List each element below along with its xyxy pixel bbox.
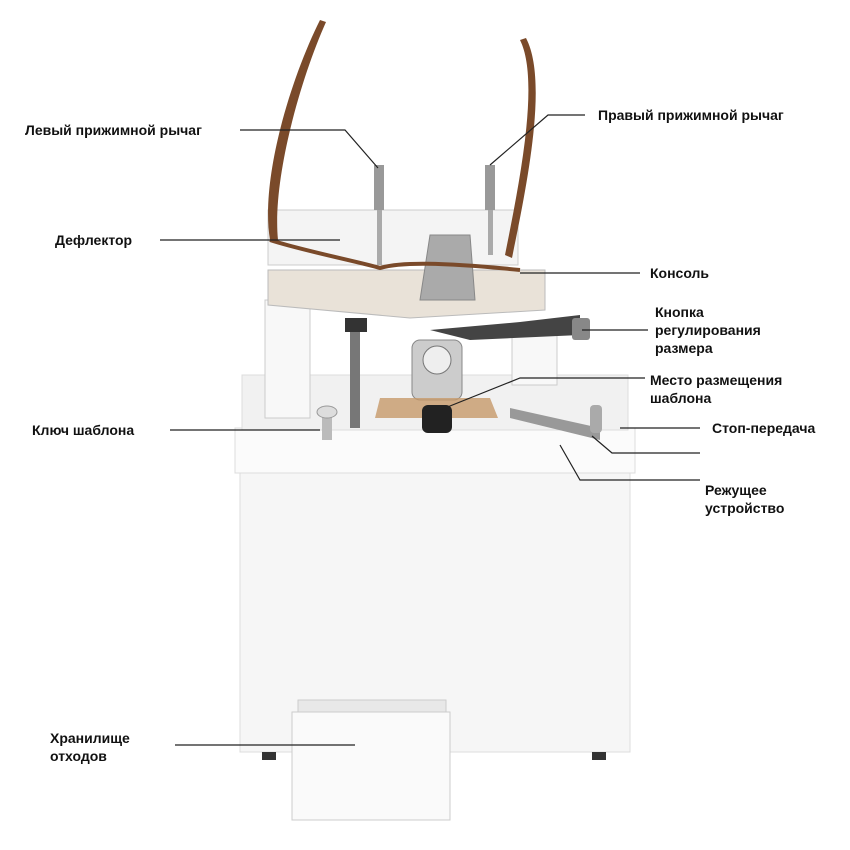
waste-drawer <box>291 711 451 821</box>
glasses-temple-left <box>268 20 326 240</box>
label-left-clamp-lever: Левый прижимной рычаг <box>25 122 202 138</box>
label-line: отходов <box>50 748 107 764</box>
left-clamp-lever <box>374 165 384 210</box>
label-size-knob: Кнопка регулирования размера <box>655 303 761 357</box>
deflector <box>267 209 519 266</box>
label-console: Консоль <box>650 265 710 281</box>
label-line: шаблона <box>650 390 712 406</box>
label-waste-storage: Хранилище отходов <box>50 729 130 765</box>
label-line: Место размещения <box>650 372 783 388</box>
label-right-clamp-lever: Правый прижимной рычаг <box>598 107 784 123</box>
label-cutter: Режущее устройство <box>705 481 784 517</box>
label-line: устройство <box>705 500 785 516</box>
label-line: размера <box>655 340 713 356</box>
label-template-key: Ключ шаблона <box>32 422 135 438</box>
console <box>419 234 476 301</box>
right-clamp-lever <box>485 165 495 210</box>
leader-lines <box>160 114 700 746</box>
label-deflector: Дефлектор <box>55 232 133 248</box>
label-line: Хранилище <box>50 730 130 746</box>
size-knob-arm <box>430 315 580 340</box>
label-stop-gear: Стоп-передача <box>712 420 816 436</box>
glasses-temple-right <box>505 38 536 258</box>
label-template-place: Место размещения шаблона <box>650 371 782 407</box>
label-line: Кнопка <box>655 304 704 320</box>
top-plate <box>234 427 636 474</box>
label-line: Режущее <box>705 482 767 498</box>
label-line: регулирования <box>655 322 761 338</box>
